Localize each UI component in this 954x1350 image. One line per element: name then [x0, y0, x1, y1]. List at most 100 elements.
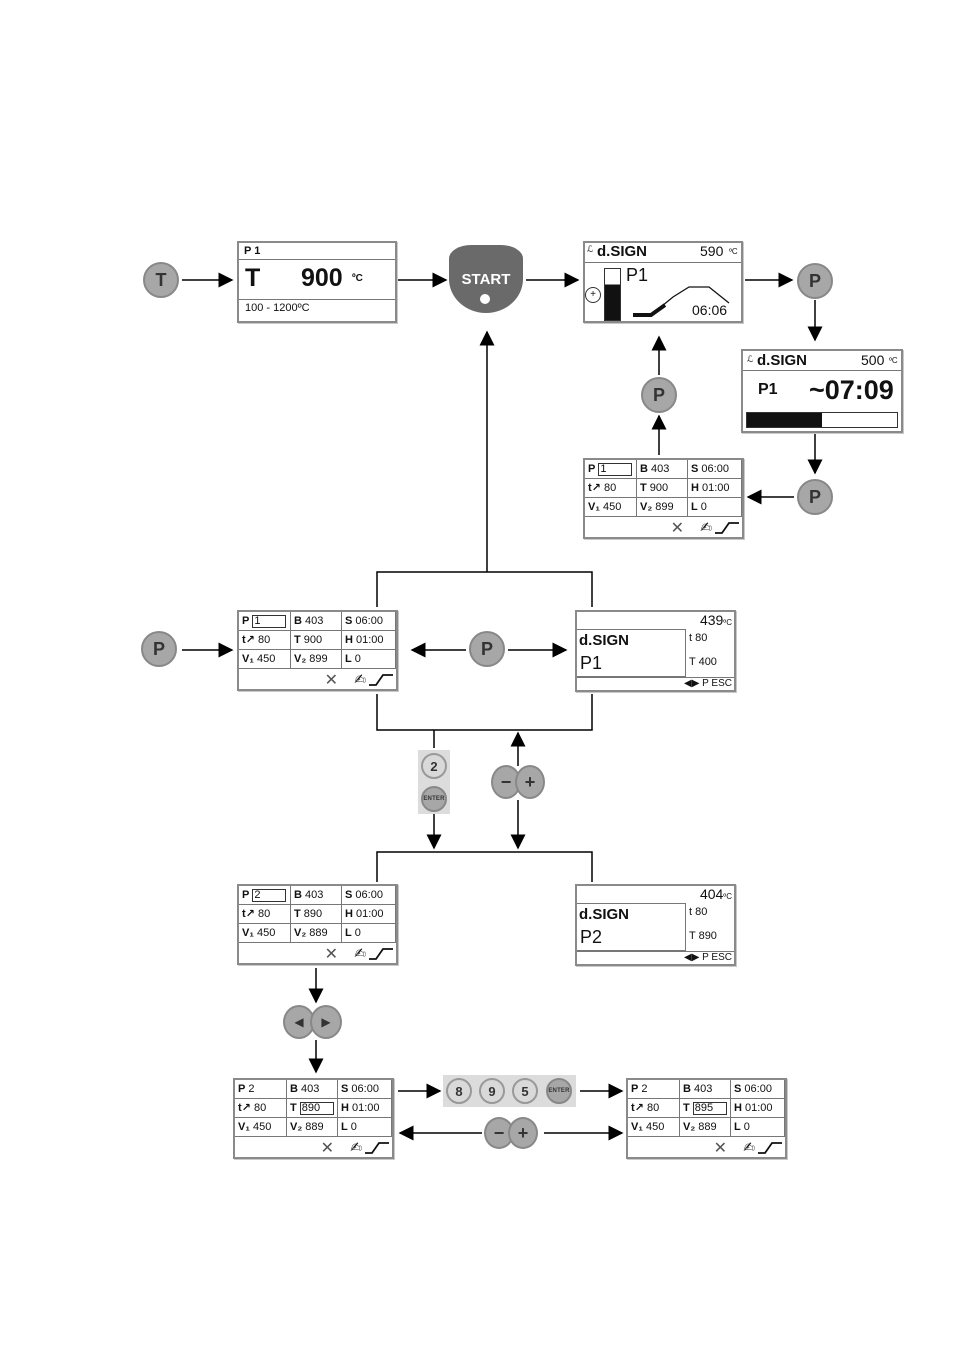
table-footer: ✕✍ — [628, 1137, 785, 1157]
cancel-icon[interactable]: ✕ — [713, 1140, 727, 1157]
curve-icon[interactable] — [368, 672, 394, 686]
dsign-logo-icon: ℒ — [587, 244, 594, 254]
table-cell[interactable]: P 2 — [239, 886, 291, 905]
cell-value: 80 — [603, 482, 617, 494]
table-cell[interactable]: B 403 — [287, 1080, 338, 1099]
divider — [743, 370, 901, 371]
p-key[interactable]: P — [469, 631, 505, 667]
key-5[interactable]: 5 — [512, 1078, 538, 1104]
table-cell[interactable]: V₁ 450 — [235, 1118, 287, 1137]
table-cell[interactable]: H 01:00 — [338, 1099, 392, 1118]
curve-icon[interactable] — [757, 1140, 783, 1154]
table-cell[interactable]: S 06:00 — [731, 1080, 785, 1099]
table-cell[interactable]: T 895 — [680, 1099, 731, 1118]
table-cell[interactable]: S 06:00 — [342, 612, 396, 631]
cell-value: 403 — [694, 1083, 713, 1095]
table-cell[interactable]: V₁ 450 — [585, 498, 637, 517]
table-cell[interactable]: L 0 — [342, 650, 396, 669]
enter-key[interactable]: ENTER — [421, 786, 447, 812]
table-cell[interactable]: t↗ 80 — [239, 631, 291, 650]
table-cell[interactable]: V₂ 889 — [287, 1118, 338, 1137]
cell-key: S — [345, 615, 353, 627]
curve-icon[interactable] — [364, 1140, 390, 1154]
p-key[interactable]: P — [141, 631, 177, 667]
hand-icon[interactable]: ✍ — [354, 945, 366, 961]
hand-icon[interactable]: ✍ — [350, 1139, 362, 1155]
curve-icon[interactable] — [368, 946, 394, 960]
table-cell[interactable]: P 1 — [585, 460, 637, 479]
table-cell[interactable]: P 1 — [239, 612, 291, 631]
table-cell[interactable]: L 0 — [688, 498, 742, 517]
table-cell[interactable]: V₁ 450 — [239, 650, 291, 669]
table-cell[interactable]: t↗ 80 — [235, 1099, 287, 1118]
table-cell[interactable]: t↗ 80 — [628, 1099, 680, 1118]
key-8[interactable]: 8 — [446, 1078, 472, 1104]
p-key[interactable]: P — [797, 263, 833, 299]
cell-key: B — [683, 1083, 691, 1095]
curve-icon[interactable] — [714, 520, 740, 534]
plus-key[interactable]: + — [508, 1117, 538, 1149]
table-cell[interactable]: V₂ 899 — [637, 498, 688, 517]
cell-value: 889 — [698, 1121, 717, 1133]
table-cell[interactable]: V₂ 889 — [291, 924, 342, 943]
table-cell[interactable]: S 06:00 — [338, 1080, 392, 1099]
t-key[interactable]: T — [143, 262, 179, 298]
table-cell[interactable]: V₂ 889 — [680, 1118, 731, 1137]
table-cell[interactable]: H 01:00 — [688, 479, 742, 498]
table-cell[interactable]: B 403 — [637, 460, 688, 479]
cancel-icon[interactable]: ✕ — [670, 520, 684, 537]
plus-key[interactable]: + — [515, 765, 545, 799]
table-cell[interactable]: H 01:00 — [342, 905, 396, 924]
design-t-value: t 80 — [689, 906, 708, 918]
cancel-icon[interactable]: ✕ — [324, 672, 338, 689]
table-cell[interactable]: V₂ 899 — [291, 650, 342, 669]
table-cell[interactable]: L 0 — [338, 1118, 392, 1137]
table-cell[interactable]: B 403 — [680, 1080, 731, 1099]
hand-icon[interactable]: ✍ — [700, 519, 712, 535]
start-button[interactable]: START — [449, 245, 523, 313]
table-cell[interactable]: V₁ 450 — [239, 924, 291, 943]
table-cell[interactable]: P 2 — [235, 1080, 287, 1099]
table-cell[interactable]: S 06:00 — [688, 460, 742, 479]
table-cell[interactable]: t↗ 80 — [585, 479, 637, 498]
cell-key: P — [242, 615, 250, 627]
table-cell[interactable]: L 0 — [342, 924, 396, 943]
table-cell[interactable]: T 890 — [291, 905, 342, 924]
hand-icon[interactable]: ✍ — [354, 671, 366, 687]
table-cell[interactable]: L 0 — [731, 1118, 785, 1137]
table-cell[interactable]: B 403 — [291, 886, 342, 905]
cell-key: T — [290, 1102, 297, 1114]
progress-bar — [746, 412, 898, 428]
cancel-icon[interactable]: ✕ — [324, 946, 338, 963]
enter-key[interactable]: ENTER — [546, 1078, 572, 1104]
table-cell[interactable]: S 06:00 — [342, 886, 396, 905]
temperature-label: T — [245, 264, 261, 292]
run-panel: ℒ d.SIGN 590 ºC + P1 06:06 — [583, 241, 743, 323]
table-cell[interactable]: T 900 — [637, 479, 688, 498]
run-unit: ºC — [729, 247, 738, 256]
table-cell[interactable]: B 403 — [291, 612, 342, 631]
cell-key: V₂ — [683, 1121, 696, 1133]
key-2[interactable]: 2 — [421, 753, 447, 779]
key-9[interactable]: 9 — [479, 1078, 505, 1104]
table-cell[interactable]: H 01:00 — [731, 1099, 785, 1118]
table-cell[interactable]: V₁ 450 — [628, 1118, 680, 1137]
table-cell[interactable]: T 890 — [287, 1099, 338, 1118]
cell-value: 1 — [252, 615, 287, 628]
cell-value: 403 — [651, 463, 670, 475]
start-led-icon — [480, 294, 490, 304]
cancel-icon[interactable]: ✕ — [320, 1140, 334, 1157]
dsign-logo-icon: ℒ — [747, 354, 754, 364]
p-key[interactable]: P — [641, 377, 677, 413]
hand-icon[interactable]: ✍ — [743, 1139, 755, 1155]
p-key[interactable]: P — [797, 479, 833, 515]
table-footer: ✕✍ — [239, 669, 396, 689]
table-cell[interactable]: T 900 — [291, 631, 342, 650]
right-key[interactable]: ▶ — [310, 1005, 342, 1039]
table-cell[interactable]: t↗ 80 — [239, 905, 291, 924]
table-cell[interactable]: P 2 — [628, 1080, 680, 1099]
bracket-bottom — [376, 694, 593, 731]
table-cell[interactable]: H 01:00 — [342, 631, 396, 650]
